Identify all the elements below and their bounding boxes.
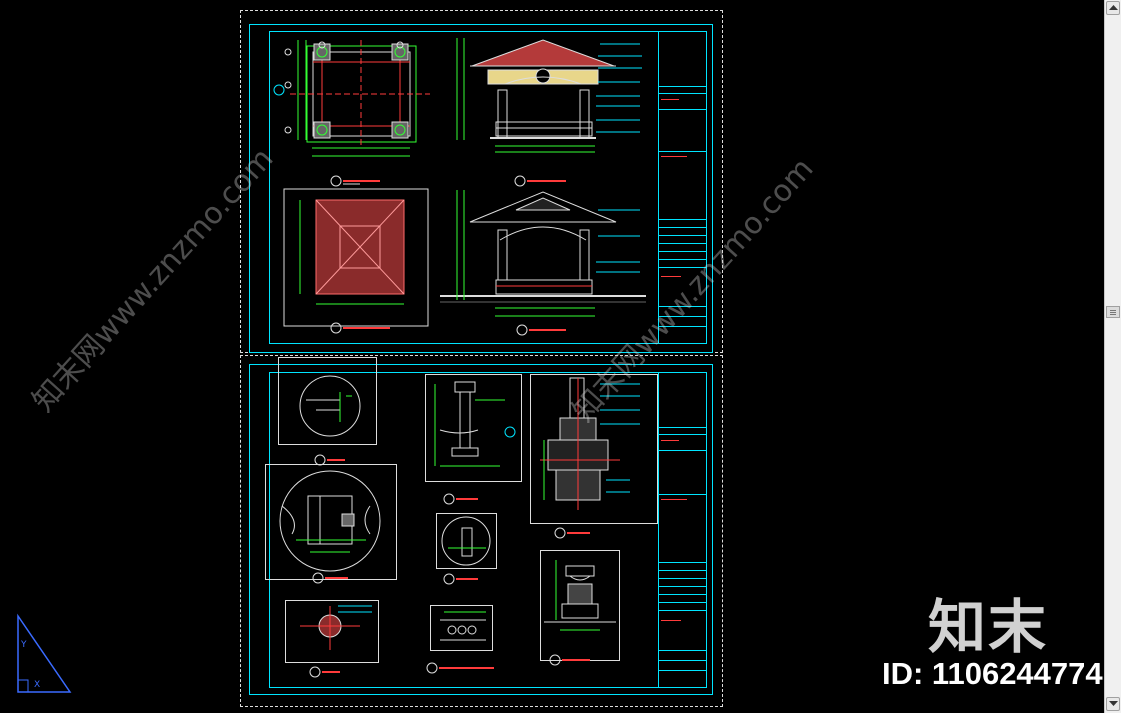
- vertical-scrollbar[interactable]: [1104, 0, 1121, 713]
- down-arrow-icon: [1109, 701, 1118, 706]
- pavilion-front-elevation: [456, 38, 642, 153]
- sheet-1-title-block: [658, 31, 707, 344]
- ucs-y-label: Y: [21, 640, 27, 650]
- sheet-2-frame: [269, 372, 707, 688]
- detail-frame-foundation[interactable]: [530, 374, 658, 524]
- pavilion-section: [440, 190, 646, 317]
- sheet-2-title-block: [658, 372, 707, 688]
- detail-frame-a[interactable]: [278, 357, 377, 445]
- pavilion-plan: [273, 40, 430, 157]
- up-arrow-icon: [1109, 5, 1118, 10]
- drawing-label-d: [516, 324, 566, 336]
- detail-frame-c[interactable]: [285, 600, 379, 663]
- scroll-up-button[interactable]: [1106, 1, 1120, 15]
- sheet-1-frame: [269, 31, 707, 344]
- roof-tile-plan: [283, 188, 429, 327]
- detail-frame-large-circle[interactable]: [265, 464, 397, 580]
- detail-frame-baluster[interactable]: [430, 605, 493, 651]
- scroll-down-button[interactable]: [1106, 697, 1120, 711]
- drawing-label-a: [330, 175, 380, 187]
- sheet-1-border: [249, 24, 713, 353]
- ucs-icon: [17, 613, 72, 693]
- sheet-2-paper: [240, 355, 723, 707]
- detail-frame-b[interactable]: [425, 374, 522, 482]
- sheet-2-border: [249, 364, 713, 695]
- ucs-x-label: X: [34, 680, 41, 690]
- watermark-logo: 知末: [928, 593, 1049, 661]
- scroll-thumb[interactable]: [1106, 306, 1120, 318]
- watermark-id: ID: 1106244774: [882, 656, 1103, 691]
- drawing-label-c: [514, 175, 566, 187]
- drawing-label-b: [330, 322, 390, 334]
- detail-frame-e[interactable]: [436, 513, 497, 569]
